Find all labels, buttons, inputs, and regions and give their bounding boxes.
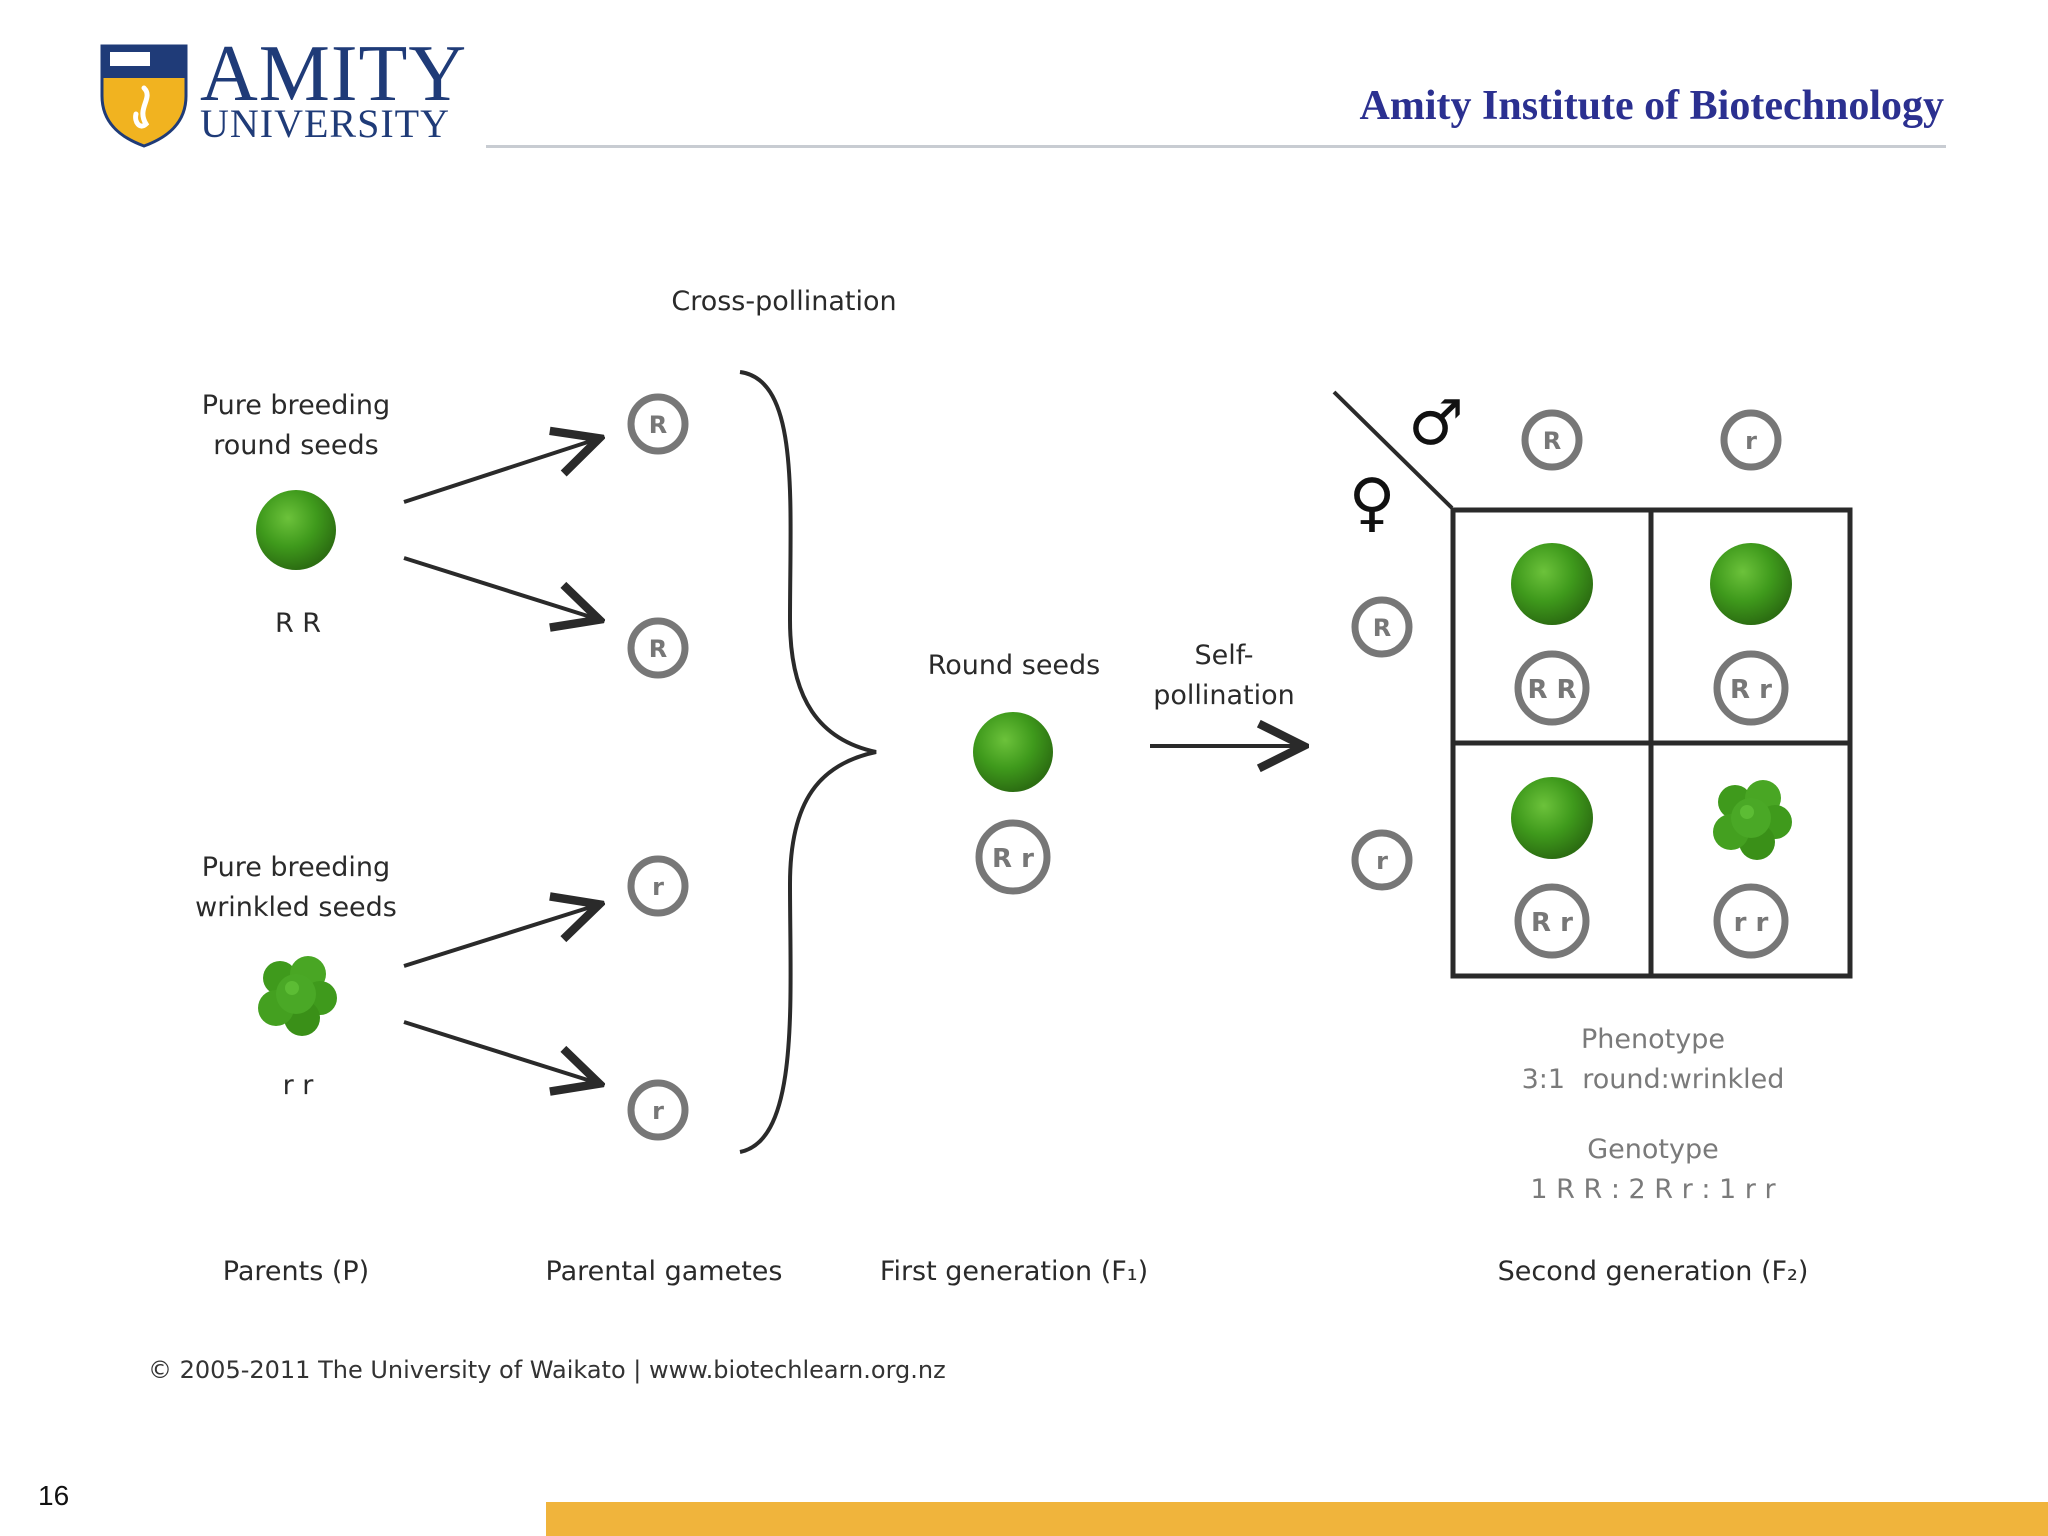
punnett-cell-1: R R bbox=[1511, 543, 1593, 726]
arrow-wrinkled-to-gamete-4 bbox=[403, 1020, 594, 1082]
logo-university-text: UNIVERSITY bbox=[200, 101, 450, 146]
male-gamete-R: R bbox=[1521, 409, 1583, 471]
svg-text:R r: R r bbox=[992, 844, 1034, 874]
wrinkled-seed-icon bbox=[258, 956, 337, 1036]
genotype-title: Genotype bbox=[1587, 1134, 1718, 1165]
punnett-diagonal bbox=[1332, 390, 1454, 510]
parent-round-label-line2: round seeds bbox=[213, 430, 378, 461]
round-seed-icon bbox=[256, 490, 336, 570]
male-gamete-r: r bbox=[1720, 409, 1782, 471]
svg-text:R: R bbox=[1543, 427, 1561, 455]
female-symbol: ♀ bbox=[1349, 466, 1396, 540]
female-gamete-R: R bbox=[1351, 596, 1413, 658]
punnett-cell-3: R r bbox=[1511, 777, 1593, 959]
round-seed-icon bbox=[1511, 543, 1593, 625]
svg-text:r: r bbox=[1745, 427, 1757, 455]
f1-round-seeds-label: Round seeds bbox=[928, 650, 1101, 681]
svg-text:r: r bbox=[652, 1097, 664, 1125]
gamete-4: r bbox=[627, 1079, 689, 1141]
round-seed-icon bbox=[1511, 777, 1593, 859]
svg-text:R: R bbox=[649, 635, 667, 663]
column-label-gametes: Parental gametes bbox=[546, 1256, 783, 1287]
arrow-wrinkled-to-gamete-3 bbox=[403, 906, 594, 968]
parent-wrinkled-label-line1: Pure breeding bbox=[202, 852, 390, 883]
punnett-cell-genotype: r r bbox=[1734, 908, 1769, 938]
arrow-round-to-gamete-1 bbox=[403, 440, 594, 504]
parent-wrinkled-genotype: r r bbox=[283, 1070, 315, 1101]
header-divider bbox=[486, 145, 1946, 148]
column-label-f1: First generation (F₁) bbox=[880, 1256, 1148, 1287]
arrow-round-to-gamete-2 bbox=[403, 556, 594, 618]
genotype-ratio: 1 R R : 2 R r : 1 r r bbox=[1530, 1174, 1776, 1205]
parent-wrinkled-label-line2: wrinkled seeds bbox=[195, 892, 397, 923]
slide-number: 16 bbox=[38, 1480, 70, 1511]
svg-text:R: R bbox=[1373, 614, 1391, 642]
copyright-text: © 2005-2011 The University of Waikato | … bbox=[148, 1356, 946, 1384]
column-label-f2: Second generation (F₂) bbox=[1498, 1256, 1809, 1287]
f1-genotype: R r bbox=[975, 819, 1051, 895]
self-pollination-label-line1: Self- bbox=[1194, 640, 1253, 671]
parent-round-label-line1: Pure breeding bbox=[202, 390, 390, 421]
svg-text:r: r bbox=[1376, 847, 1388, 875]
footer-gold-bar bbox=[546, 1502, 2048, 1536]
phenotype-ratio: 3:1 round:wrinkled bbox=[1522, 1064, 1785, 1095]
gamete-2: R bbox=[627, 617, 689, 679]
phenotype-title: Phenotype bbox=[1581, 1024, 1725, 1055]
self-pollination-label-line2: pollination bbox=[1153, 680, 1295, 711]
svg-text:r: r bbox=[652, 873, 664, 901]
punnett-cell-genotype: R r bbox=[1531, 908, 1573, 938]
cross-pollination-label: Cross-pollination bbox=[671, 286, 896, 317]
female-gamete-r: r bbox=[1351, 829, 1413, 891]
punnett-cell-2: R r bbox=[1710, 543, 1792, 726]
wrinkled-seed-icon bbox=[1713, 780, 1792, 860]
punnett-cell-4: r r bbox=[1713, 780, 1792, 959]
punnett-cell-genotype: R r bbox=[1730, 675, 1772, 705]
institute-title: Amity Institute of Biotechnology bbox=[1359, 83, 1944, 129]
f1-round-seed-icon bbox=[973, 712, 1053, 792]
logo-amity-text: AMITY bbox=[200, 30, 468, 118]
male-symbol: ♂ bbox=[1408, 386, 1464, 459]
gamete-3: r bbox=[627, 855, 689, 917]
punnett-cell-genotype: R R bbox=[1527, 675, 1576, 705]
gamete-1: R bbox=[627, 393, 689, 455]
amity-crest-icon bbox=[100, 44, 188, 148]
round-seed-icon bbox=[1710, 543, 1792, 625]
cross-brace bbox=[739, 370, 877, 1154]
column-label-parents: Parents (P) bbox=[223, 1256, 369, 1287]
parent-round-genotype: R R bbox=[275, 608, 321, 639]
svg-text:R: R bbox=[649, 411, 667, 439]
